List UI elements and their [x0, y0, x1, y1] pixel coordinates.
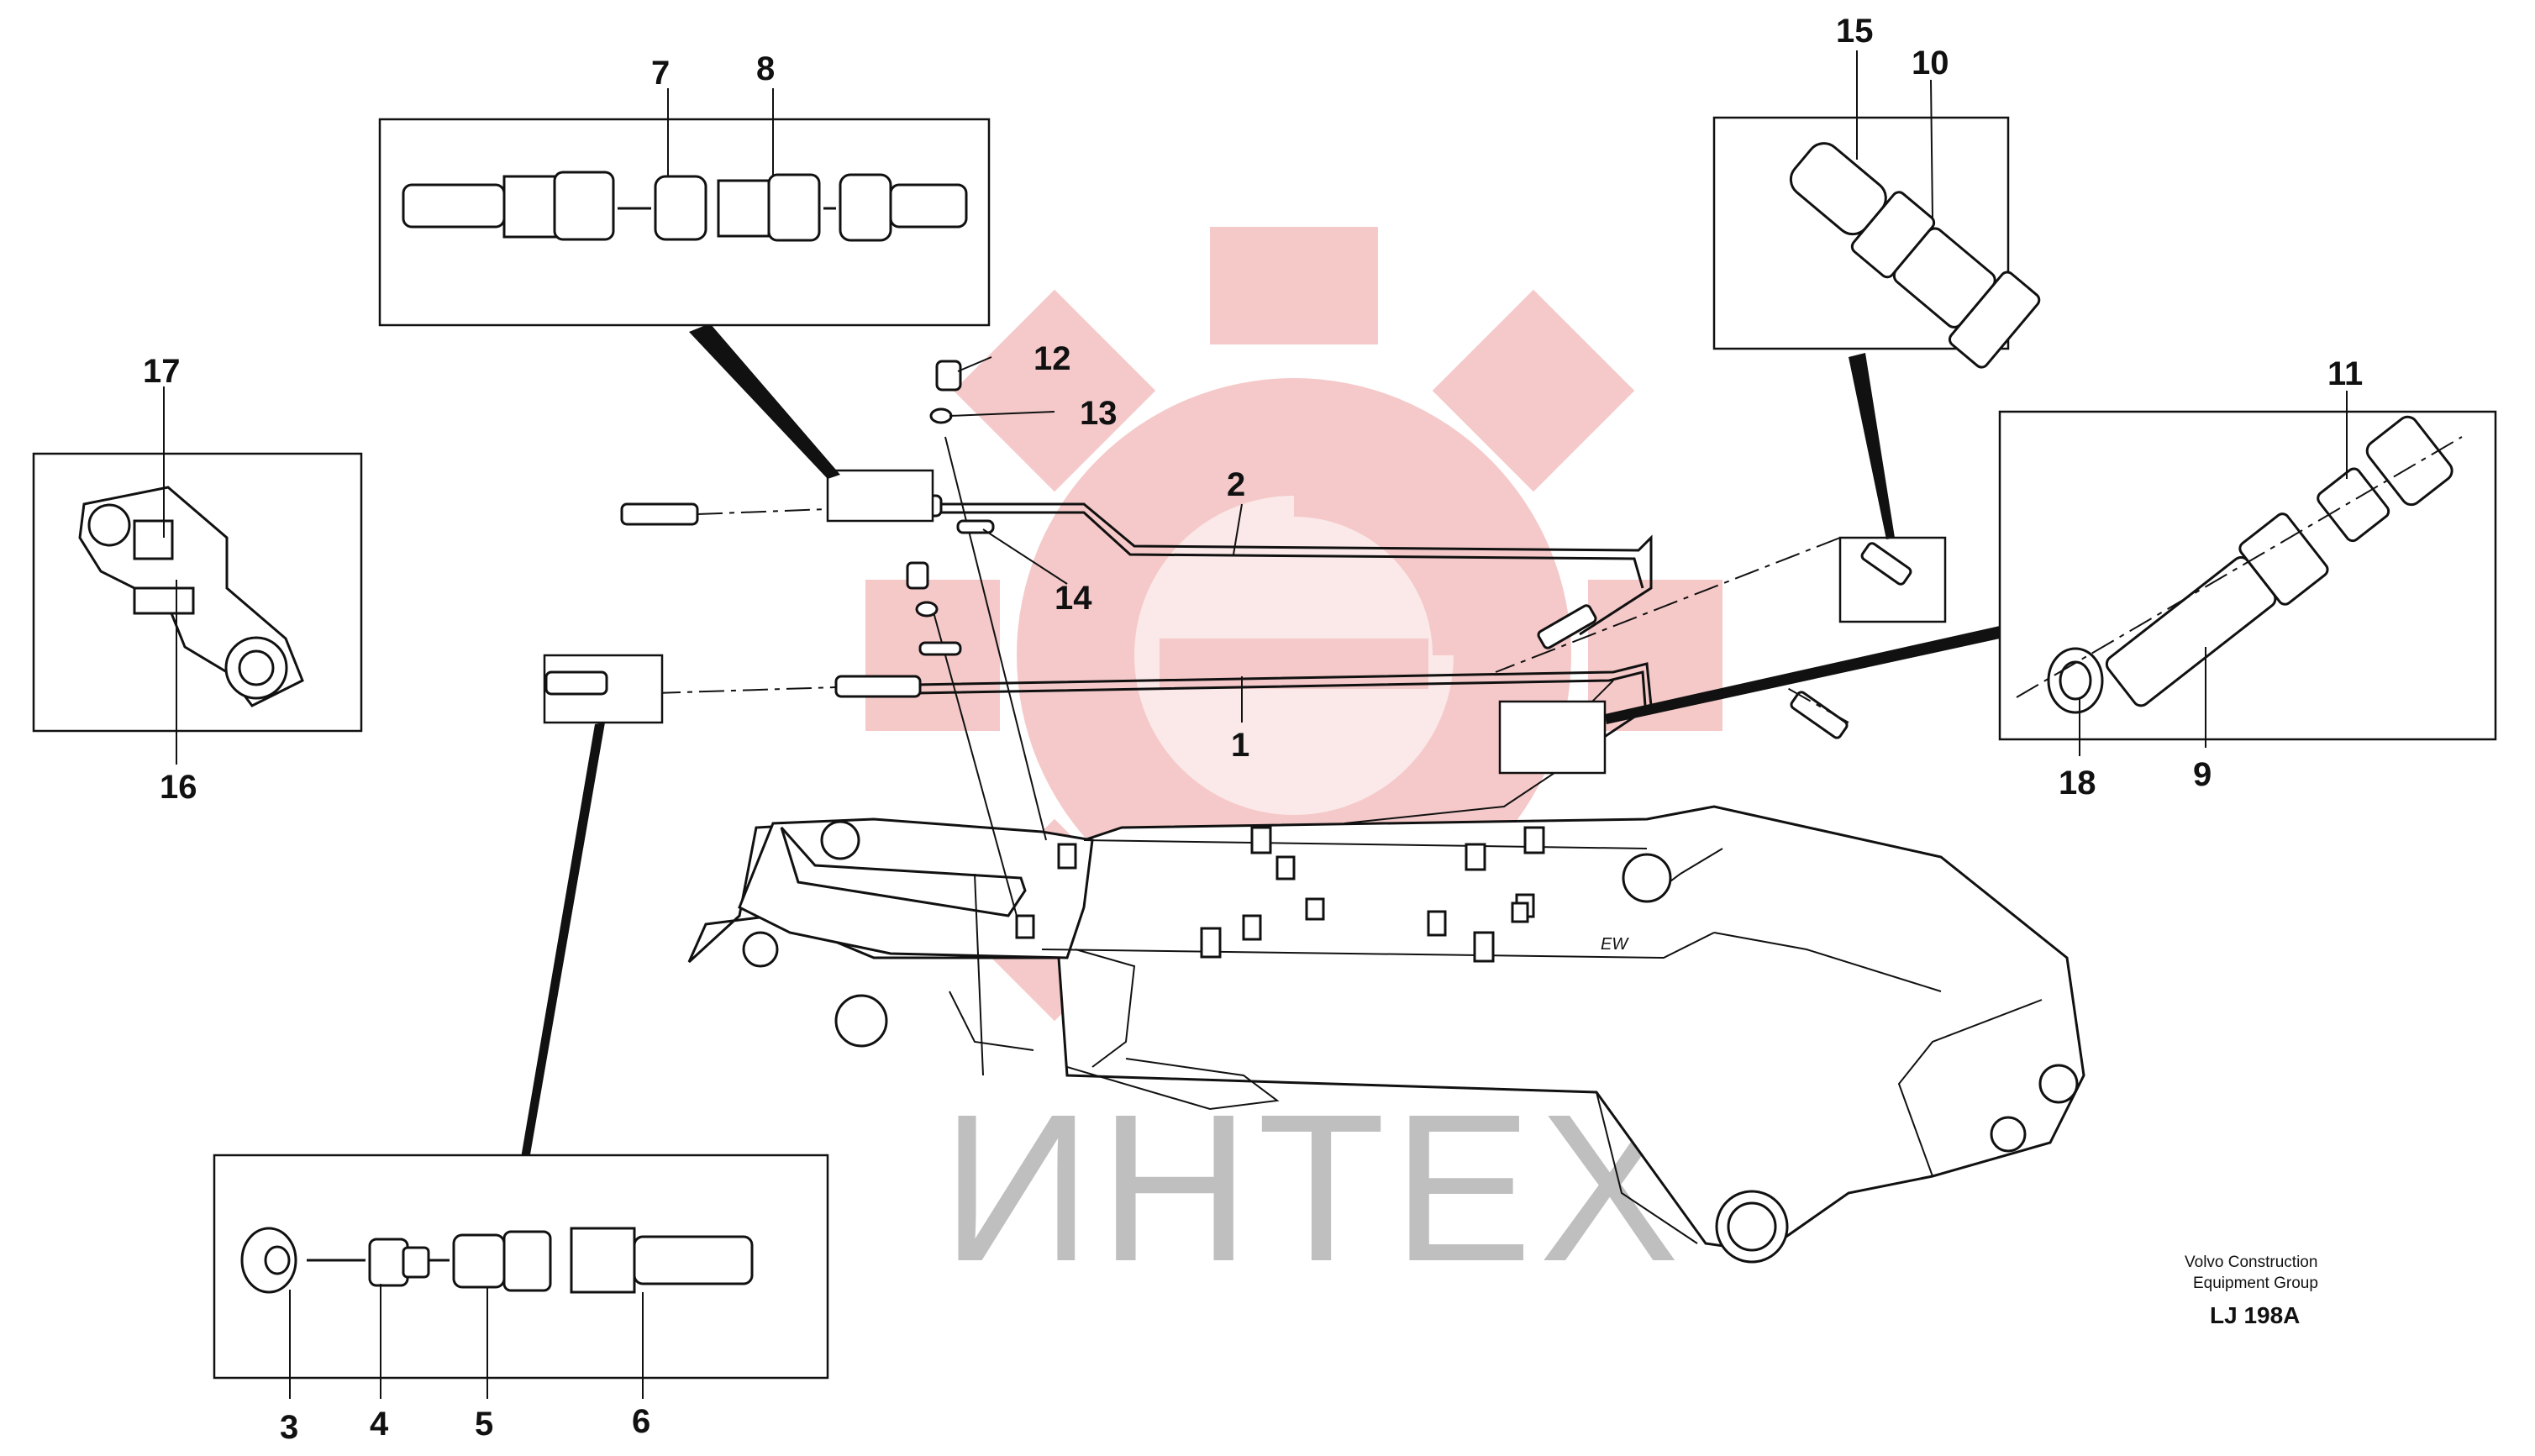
boom-arm: EW	[687, 805, 2085, 1264]
callout-leaders	[163, 50, 2348, 1399]
callout-5: 5	[475, 1406, 493, 1443]
credit-line-1: Volvo Construction	[2185, 1254, 2317, 1271]
callout-15: 15	[1836, 13, 1874, 50]
callout-13: 13	[1080, 395, 1118, 432]
drawing-code: LJ 198A	[2210, 1302, 2300, 1328]
callout-1: 1	[1231, 727, 1249, 764]
callout-17: 17	[143, 353, 181, 390]
callout-12: 12	[1033, 340, 1071, 377]
inset-fittings-7-8	[378, 118, 991, 327]
callout-16: 16	[160, 769, 197, 806]
callout-3: 3	[280, 1409, 298, 1446]
callout-4: 4	[370, 1406, 389, 1443]
callout-2: 2	[1227, 466, 1245, 503]
detail-frame-upper-line	[826, 469, 934, 523]
detail-frame-right-fitting	[1498, 700, 1607, 775]
callout-9: 9	[2193, 756, 2212, 793]
inset-fittings-3-4-5-6	[213, 1154, 829, 1380]
callout-6: 6	[632, 1403, 650, 1440]
detail-frame-boom-tip	[1838, 536, 1947, 623]
inset-fittings-9-11-18	[1998, 410, 2497, 741]
callout-10: 10	[1912, 45, 1949, 81]
callout-8: 8	[756, 50, 775, 87]
callout-7: 7	[651, 55, 670, 92]
callout-11: 11	[2327, 355, 2363, 392]
boom-marking: EW	[1601, 935, 1629, 954]
credit-line-2: Equipment Group	[2193, 1275, 2318, 1292]
inset-fittings-10-15	[1712, 116, 2041, 369]
callout-18: 18	[2059, 765, 2096, 802]
callout-14: 14	[1054, 580, 1092, 617]
watermark-text: ИНТЕХ	[941, 1070, 1686, 1305]
inset-bracket-16-17	[32, 452, 363, 733]
